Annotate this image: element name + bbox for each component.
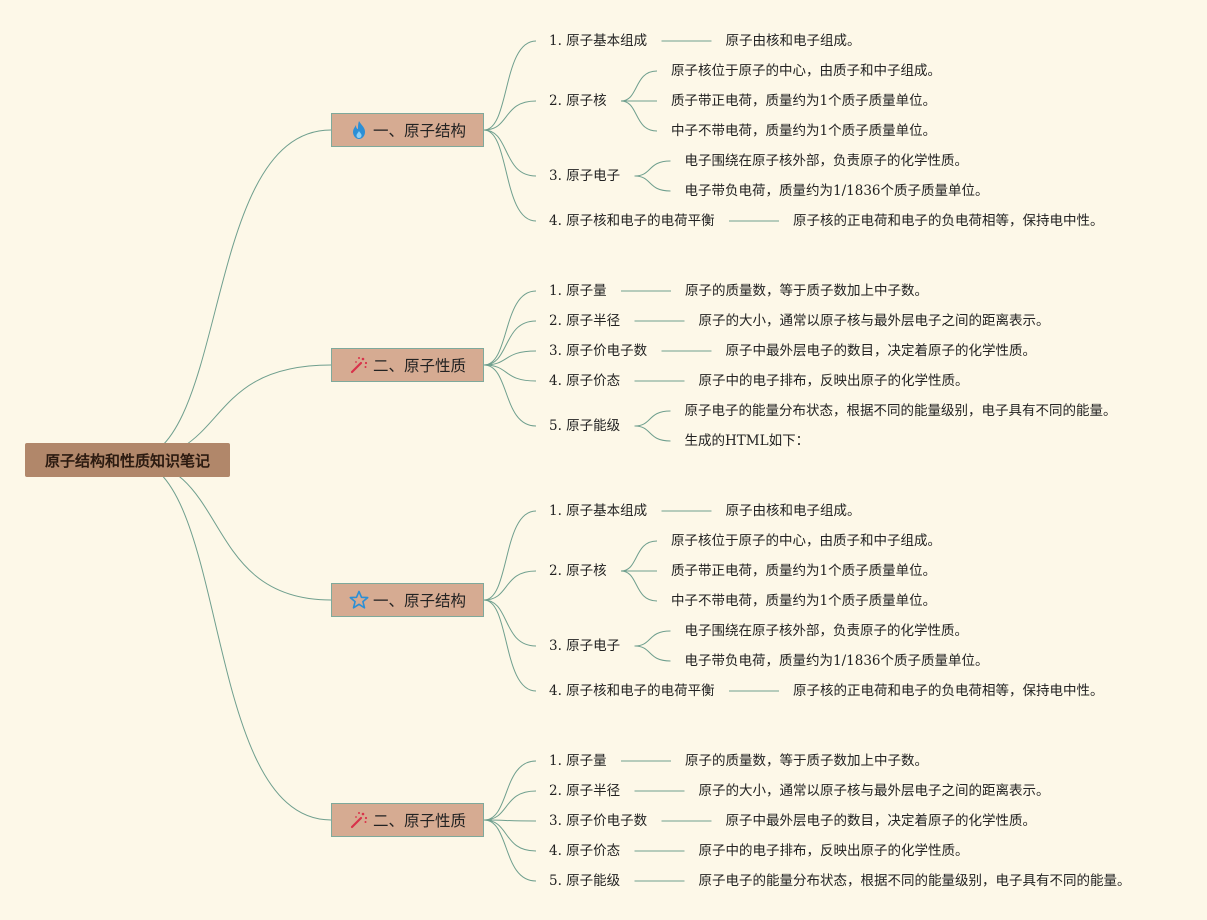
topic-node[interactable]: 4. 原子核和电子的电荷平衡 [549,683,715,699]
section-to-topic-connector [483,760,537,821]
magic-wand-icon [349,355,369,375]
topic-node[interactable]: 3. 原子价电子数 [549,813,648,829]
detail-note[interactable]: 原子的大小，通常以原子核与最外层电子之间的距离表示。 [698,313,1050,329]
section-to-topic-connector [483,570,537,601]
section-label: 二、原子性质 [372,357,466,375]
detail-note[interactable]: 质子带正电荷，质量约为1个质子质量单位。 [671,93,937,109]
topic-to-detail-connector [620,100,658,132]
topic-to-detail-connector [620,70,658,102]
star-icon [349,590,369,610]
detail-note[interactable]: 原子电子的能量分布状态，根据不同的能量级别，电子具有不同的能量。 [698,873,1131,889]
section-to-topic-connector [483,290,537,366]
topic-node[interactable]: 1. 原子量 [549,753,607,769]
topic-node[interactable]: 3. 原子电子 [549,638,621,654]
detail-note[interactable]: 原子的质量数，等于质子数加上中子数。 [685,753,928,769]
detail-note[interactable]: 原子电子的能量分布状态，根据不同的能量级别，电子具有不同的能量。 [684,403,1117,419]
topic-node[interactable]: 4. 原子核和电子的电荷平衡 [549,213,715,229]
topic-to-detail-connector [634,410,671,427]
detail-note[interactable]: 电子带负电荷，质量约为1/1836个质子质量单位。 [684,653,989,669]
detail-note[interactable]: 电子围绕在原子核外部，负责原子的化学性质。 [684,623,969,639]
root-to-section-connector [129,459,332,601]
topic-to-detail-connector [634,175,671,192]
detail-note[interactable]: 原子的质量数，等于质子数加上中子数。 [685,283,928,299]
topic-node[interactable]: 2. 原子半径 [549,313,621,329]
section-to-topic-connector [483,364,537,427]
section-label: 一、原子结构 [372,122,466,140]
topic-node[interactable]: 3. 原子价电子数 [549,343,648,359]
detail-note[interactable]: 原子由核和电子组成。 [725,503,861,519]
section-to-topic-connector [483,364,537,382]
detail-note[interactable]: 原子中最外层电子的数目，决定着原子的化学性质。 [725,813,1037,829]
topic-to-detail-connector [620,570,658,602]
detail-note[interactable]: 原子核的正电荷和电子的负电荷相等，保持电中性。 [793,213,1104,229]
detail-note[interactable]: 中子不带电荷，质量约为1个质子质量单位。 [671,593,937,609]
detail-note[interactable]: 中子不带电荷，质量约为1个质子质量单位。 [671,123,937,139]
topic-node[interactable]: 2. 原子核 [549,563,607,579]
detail-note[interactable]: 原子的大小，通常以原子核与最外层电子之间的距离表示。 [698,783,1050,799]
section-to-topic-connector [483,510,537,601]
detail-note[interactable]: 原子中的电子排布，反映出原子的化学性质。 [698,843,969,859]
topic-node[interactable]: 3. 原子电子 [549,168,621,184]
topic-node[interactable]: 4. 原子价态 [549,373,621,389]
section-to-topic-connector [483,599,537,647]
detail-note[interactable]: 生成的HTML如下： [684,433,810,449]
topic-node[interactable]: 5. 原子能级 [549,873,621,889]
detail-note[interactable]: 原子由核和电子组成。 [725,33,861,49]
detail-note[interactable]: 质子带正电荷，质量约为1个质子质量单位。 [671,563,937,579]
topic-to-detail-connector [634,645,671,662]
section-node[interactable]: 一、原子结构 [331,113,484,147]
section-to-topic-connector [483,129,537,177]
section-node[interactable]: 二、原子性质 [331,348,484,382]
section-to-topic-connector [483,819,537,852]
topic-to-detail-connector [620,540,658,572]
topic-node[interactable]: 1. 原子量 [549,283,607,299]
section-node[interactable]: 一、原子结构 [331,583,484,617]
detail-note[interactable]: 原子中的电子排布，反映出原子的化学性质。 [698,373,969,389]
detail-note[interactable]: 原子核的正电荷和电子的负电荷相等，保持电中性。 [793,683,1104,699]
topic-to-detail-connector [634,630,671,647]
root-label: 原子结构和性质知识笔记 [44,451,210,470]
detail-note[interactable]: 原子核位于原子的中心，由质子和中子组成。 [671,63,941,79]
section-to-topic-connector [483,129,537,222]
section-label: 一、原子结构 [372,592,466,610]
section-to-topic-connector [483,40,537,131]
topic-to-detail-connector [634,425,671,442]
section-to-topic-connector [483,819,537,882]
detail-note[interactable]: 电子围绕在原子核外部，负责原子的化学性质。 [684,153,969,169]
topic-node[interactable]: 1. 原子基本组成 [549,503,648,519]
section-to-topic-connector [483,100,537,131]
root-to-section-connector [129,129,332,461]
magic-wand-icon [349,810,369,830]
section-node[interactable]: 二、原子性质 [331,803,484,837]
detail-note[interactable]: 电子带负电荷，质量约为1/1836个质子质量单位。 [684,183,989,199]
section-to-topic-connector [483,599,537,692]
detail-note[interactable]: 原子核位于原子的中心，由质子和中子组成。 [671,533,941,549]
topic-node[interactable]: 2. 原子核 [549,93,607,109]
root-to-section-connector [129,459,332,821]
topic-node[interactable]: 1. 原子基本组成 [549,33,648,49]
fire-icon [349,120,369,140]
section-to-topic-connector [483,320,537,366]
section-to-topic-connector [483,790,537,821]
topic-to-detail-connector [634,160,671,177]
root-node[interactable]: 原子结构和性质知识笔记 [25,443,230,477]
section-label: 二、原子性质 [372,812,466,830]
topic-node[interactable]: 5. 原子能级 [549,418,621,434]
detail-note[interactable]: 原子中最外层电子的数目，决定着原子的化学性质。 [725,343,1037,359]
topic-node[interactable]: 4. 原子价态 [549,843,621,859]
topic-node[interactable]: 2. 原子半径 [549,783,621,799]
section-to-topic-connector [483,819,537,822]
section-to-topic-connector [483,350,537,366]
